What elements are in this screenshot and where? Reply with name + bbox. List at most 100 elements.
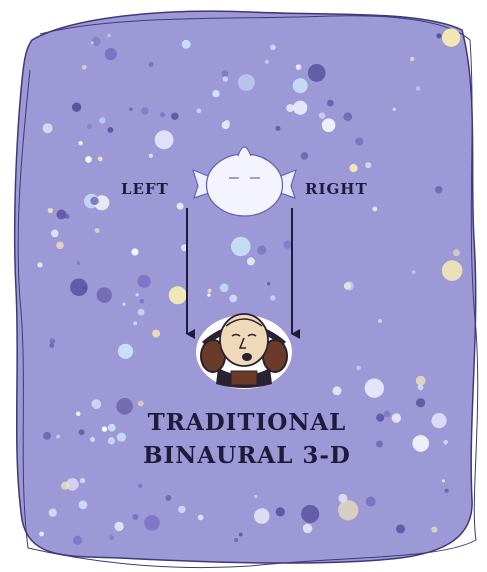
star-dot [107, 34, 111, 38]
star-dot [48, 208, 53, 213]
star-dot [39, 532, 44, 537]
star-dot [229, 295, 237, 303]
star-dot [102, 426, 107, 431]
star-dot [254, 495, 257, 498]
star-dot [443, 440, 448, 445]
star-dot [436, 33, 441, 38]
title-line-2: BINAURAL 3-D [143, 442, 351, 469]
star-dot [254, 508, 270, 524]
star-dot [140, 299, 145, 304]
star-dot [247, 257, 255, 265]
star-dot [117, 433, 126, 442]
star-dot [138, 484, 143, 489]
star-dot [56, 435, 60, 439]
star-dot [416, 86, 421, 91]
star-dot [296, 64, 302, 70]
left-label: LEFT [121, 180, 169, 198]
star-dot [355, 138, 363, 146]
star-dot [376, 414, 384, 422]
star-dot [220, 283, 229, 292]
star-dot [77, 261, 81, 265]
star-dot [350, 164, 358, 172]
star-dot [116, 398, 133, 415]
star-dot [418, 384, 424, 390]
star-dot [293, 78, 308, 93]
star-dot [366, 497, 376, 507]
star-dot [345, 281, 354, 290]
star-dot [442, 479, 445, 482]
star-dot [105, 48, 117, 60]
star-dot [138, 275, 151, 288]
star-dot [138, 401, 144, 407]
star-dot [198, 515, 204, 521]
star-dot [223, 76, 228, 81]
star-dot [91, 41, 94, 44]
star-dot [87, 124, 92, 129]
star-dot [141, 107, 149, 115]
star-dot [155, 130, 174, 149]
star-dot [61, 482, 69, 490]
star-dot [131, 248, 138, 255]
star-dot [322, 118, 336, 132]
star-dot [212, 90, 219, 97]
star-dot [270, 45, 276, 51]
star-dot [37, 262, 42, 267]
star-dot [301, 152, 309, 160]
star-dot [267, 282, 270, 285]
star-dot [123, 303, 126, 306]
star-dot [51, 230, 59, 238]
star-dot [49, 509, 57, 517]
star-dot [79, 429, 85, 435]
title-line-1: TRADITIONAL [148, 409, 347, 436]
star-dot [376, 441, 383, 448]
star-dot [416, 398, 425, 407]
star-dot [222, 121, 230, 129]
star-dot [85, 156, 92, 163]
star-dot [80, 478, 85, 483]
star-dot [144, 515, 160, 531]
star-dot [265, 60, 269, 64]
star-dot [276, 507, 285, 516]
star-dot [435, 186, 443, 194]
star-dot [275, 126, 280, 131]
star-dot [160, 112, 165, 117]
star-dot [207, 294, 210, 297]
star-dot [327, 100, 334, 107]
star-dot [82, 65, 87, 70]
star-dot [43, 123, 53, 133]
star-dot [171, 113, 178, 120]
star-dot [270, 295, 275, 300]
star-dot [76, 412, 81, 417]
right-label: RIGHT [305, 180, 368, 198]
star-dot [72, 103, 81, 112]
star-dot [114, 522, 123, 531]
star-dot [169, 286, 187, 304]
star-dot [378, 319, 382, 323]
star-dot [138, 309, 145, 316]
star-dot [303, 524, 313, 534]
star-dot [90, 437, 95, 442]
star-dot [384, 411, 391, 418]
star-dot [149, 154, 153, 158]
star-dot [133, 322, 137, 326]
star-dot [129, 108, 133, 112]
star-dot [234, 538, 238, 542]
star-dot [91, 399, 101, 409]
star-dot [152, 330, 160, 338]
star-dot [393, 108, 396, 111]
star-dot [43, 432, 51, 440]
star-dot [133, 514, 139, 520]
star-dot [118, 344, 133, 359]
star-dot [412, 270, 416, 274]
star-dot [356, 366, 361, 371]
star-dot [136, 293, 139, 296]
star-dot [293, 101, 307, 115]
star-dot [149, 62, 154, 67]
star-dot [283, 240, 291, 248]
star-dot [57, 210, 67, 220]
star-dot [79, 500, 88, 509]
star-dot [365, 379, 384, 398]
star-dot [182, 40, 191, 49]
star-dot [70, 279, 88, 297]
star-dot [365, 162, 371, 168]
